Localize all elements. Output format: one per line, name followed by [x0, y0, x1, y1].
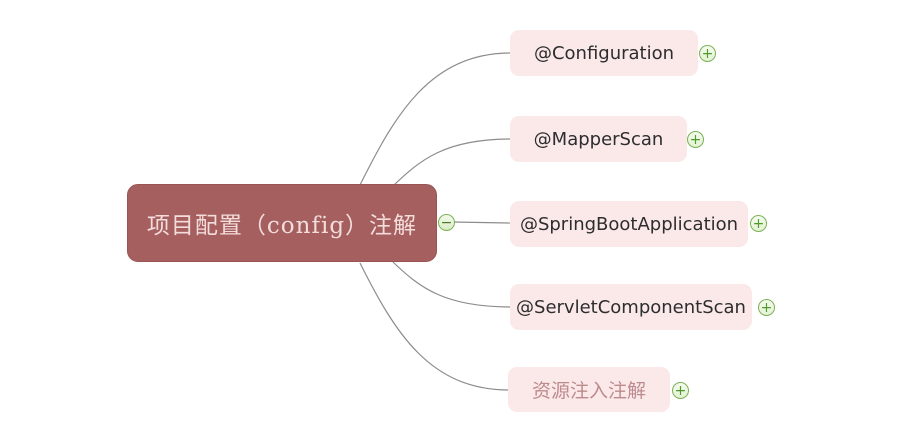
child-node-label: @ServletComponentScan — [516, 296, 746, 318]
child-node-springbootapplication[interactable]: @SpringBootApplication — [510, 201, 748, 247]
root-node-project-config[interactable]: 项目配置（config）注解 — [127, 184, 437, 262]
expand-icon[interactable]: + — [687, 131, 704, 148]
expand-icon[interactable]: + — [750, 215, 767, 232]
root-node-label: 项目配置（config）注解 — [146, 213, 418, 239]
expand-icon[interactable]: + — [758, 299, 775, 316]
collapse-icon[interactable]: − — [438, 214, 455, 231]
child-node-label: 资源注入注解 — [531, 380, 646, 402]
connector-line-servletcomponentscan — [392, 261, 512, 308]
expand-icon[interactable]: + — [672, 382, 689, 399]
child-node-label: @Configuration — [533, 42, 675, 64]
child-node-resource-inject-annotation[interactable]: 资源注入注解 — [508, 367, 670, 412]
child-node-label: @MapperScan — [533, 128, 664, 150]
connector-line-configuration — [359, 52, 512, 186]
connector-line-springbootapplication — [451, 221, 512, 224]
child-node-servletcomponentscan[interactable]: @ServletComponentScan — [510, 284, 752, 330]
child-node-label: @SpringBootApplication — [519, 213, 739, 235]
child-node-configuration[interactable]: @Configuration — [510, 30, 698, 76]
connector-line-resource-inject — [359, 262, 510, 391]
connector-line-mapperscan — [392, 138, 512, 187]
child-node-mapperscan[interactable]: @MapperScan — [510, 116, 687, 162]
expand-icon[interactable]: + — [699, 45, 716, 62]
